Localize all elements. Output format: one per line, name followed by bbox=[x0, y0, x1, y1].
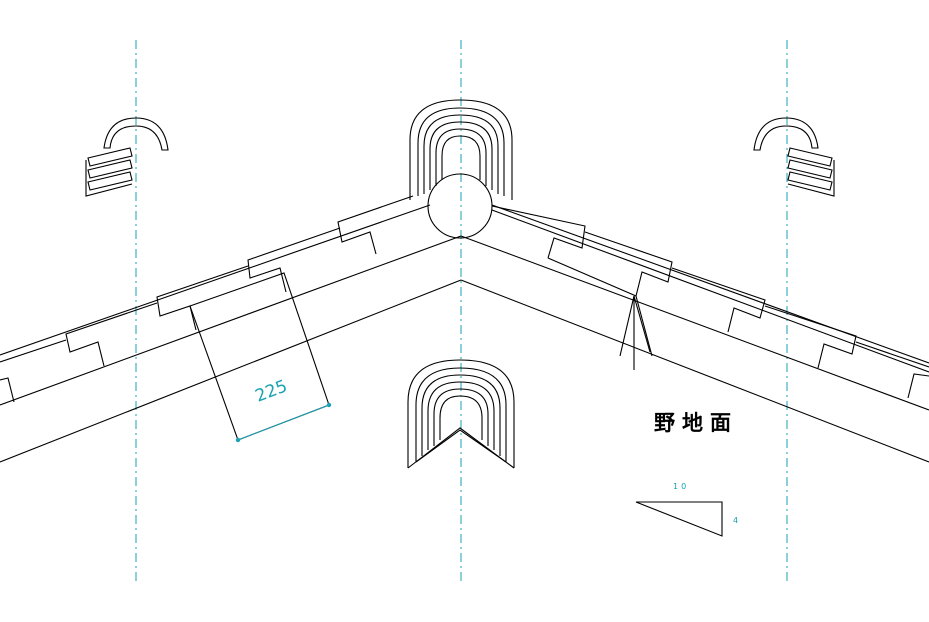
slope-indicator: 10 4 bbox=[635, 482, 741, 537]
tile-left-1 bbox=[337, 195, 414, 255]
tile-left-tilted bbox=[189, 272, 330, 441]
dimension-225: 225 bbox=[235, 376, 332, 443]
tile-left-6 bbox=[0, 377, 15, 403]
ridge-cap-section bbox=[407, 359, 515, 469]
tile-left-3 bbox=[156, 265, 249, 331]
slope-rise: 4 bbox=[733, 516, 741, 525]
left-roof-tiles bbox=[0, 195, 414, 441]
ridge-round-tile bbox=[427, 173, 493, 239]
tile-right-5 bbox=[855, 341, 929, 368]
tile-right-1 bbox=[491, 205, 586, 259]
tile-right-2 bbox=[584, 231, 673, 297]
right-roof-tiles bbox=[491, 205, 929, 399]
tile-surface-left bbox=[0, 204, 431, 356]
tile-surface-right bbox=[491, 204, 929, 364]
tile-left-5 bbox=[0, 339, 67, 363]
tile-right-6 bbox=[907, 373, 929, 399]
deck-line-left-top bbox=[0, 235, 462, 406]
ornament-left bbox=[85, 117, 169, 197]
deck-line-right-bottom bbox=[460, 279, 929, 463]
deck-line-right-top bbox=[460, 235, 929, 411]
dimension-line bbox=[237, 404, 330, 441]
slope-triangle bbox=[635, 501, 723, 537]
roof-deck-lines bbox=[0, 235, 929, 463]
deck-line-left-bottom bbox=[0, 279, 462, 463]
ornament-right bbox=[753, 117, 835, 197]
slope-run: 10 bbox=[673, 482, 689, 491]
drop-marker bbox=[619, 295, 651, 370]
dimension-value: 225 bbox=[253, 376, 290, 406]
center-lines bbox=[135, 40, 788, 582]
tile-left-2 bbox=[247, 227, 341, 293]
surface-label: 野地面 bbox=[654, 411, 738, 435]
tile-right-4 bbox=[764, 305, 857, 369]
tile-right-gap bbox=[491, 209, 929, 373]
tile-right-under bbox=[547, 257, 653, 357]
ridge-cap-top bbox=[409, 99, 513, 200]
tile-left-4 bbox=[65, 302, 158, 367]
tile-surface-lines bbox=[0, 204, 929, 364]
tile-right-3 bbox=[671, 267, 766, 333]
